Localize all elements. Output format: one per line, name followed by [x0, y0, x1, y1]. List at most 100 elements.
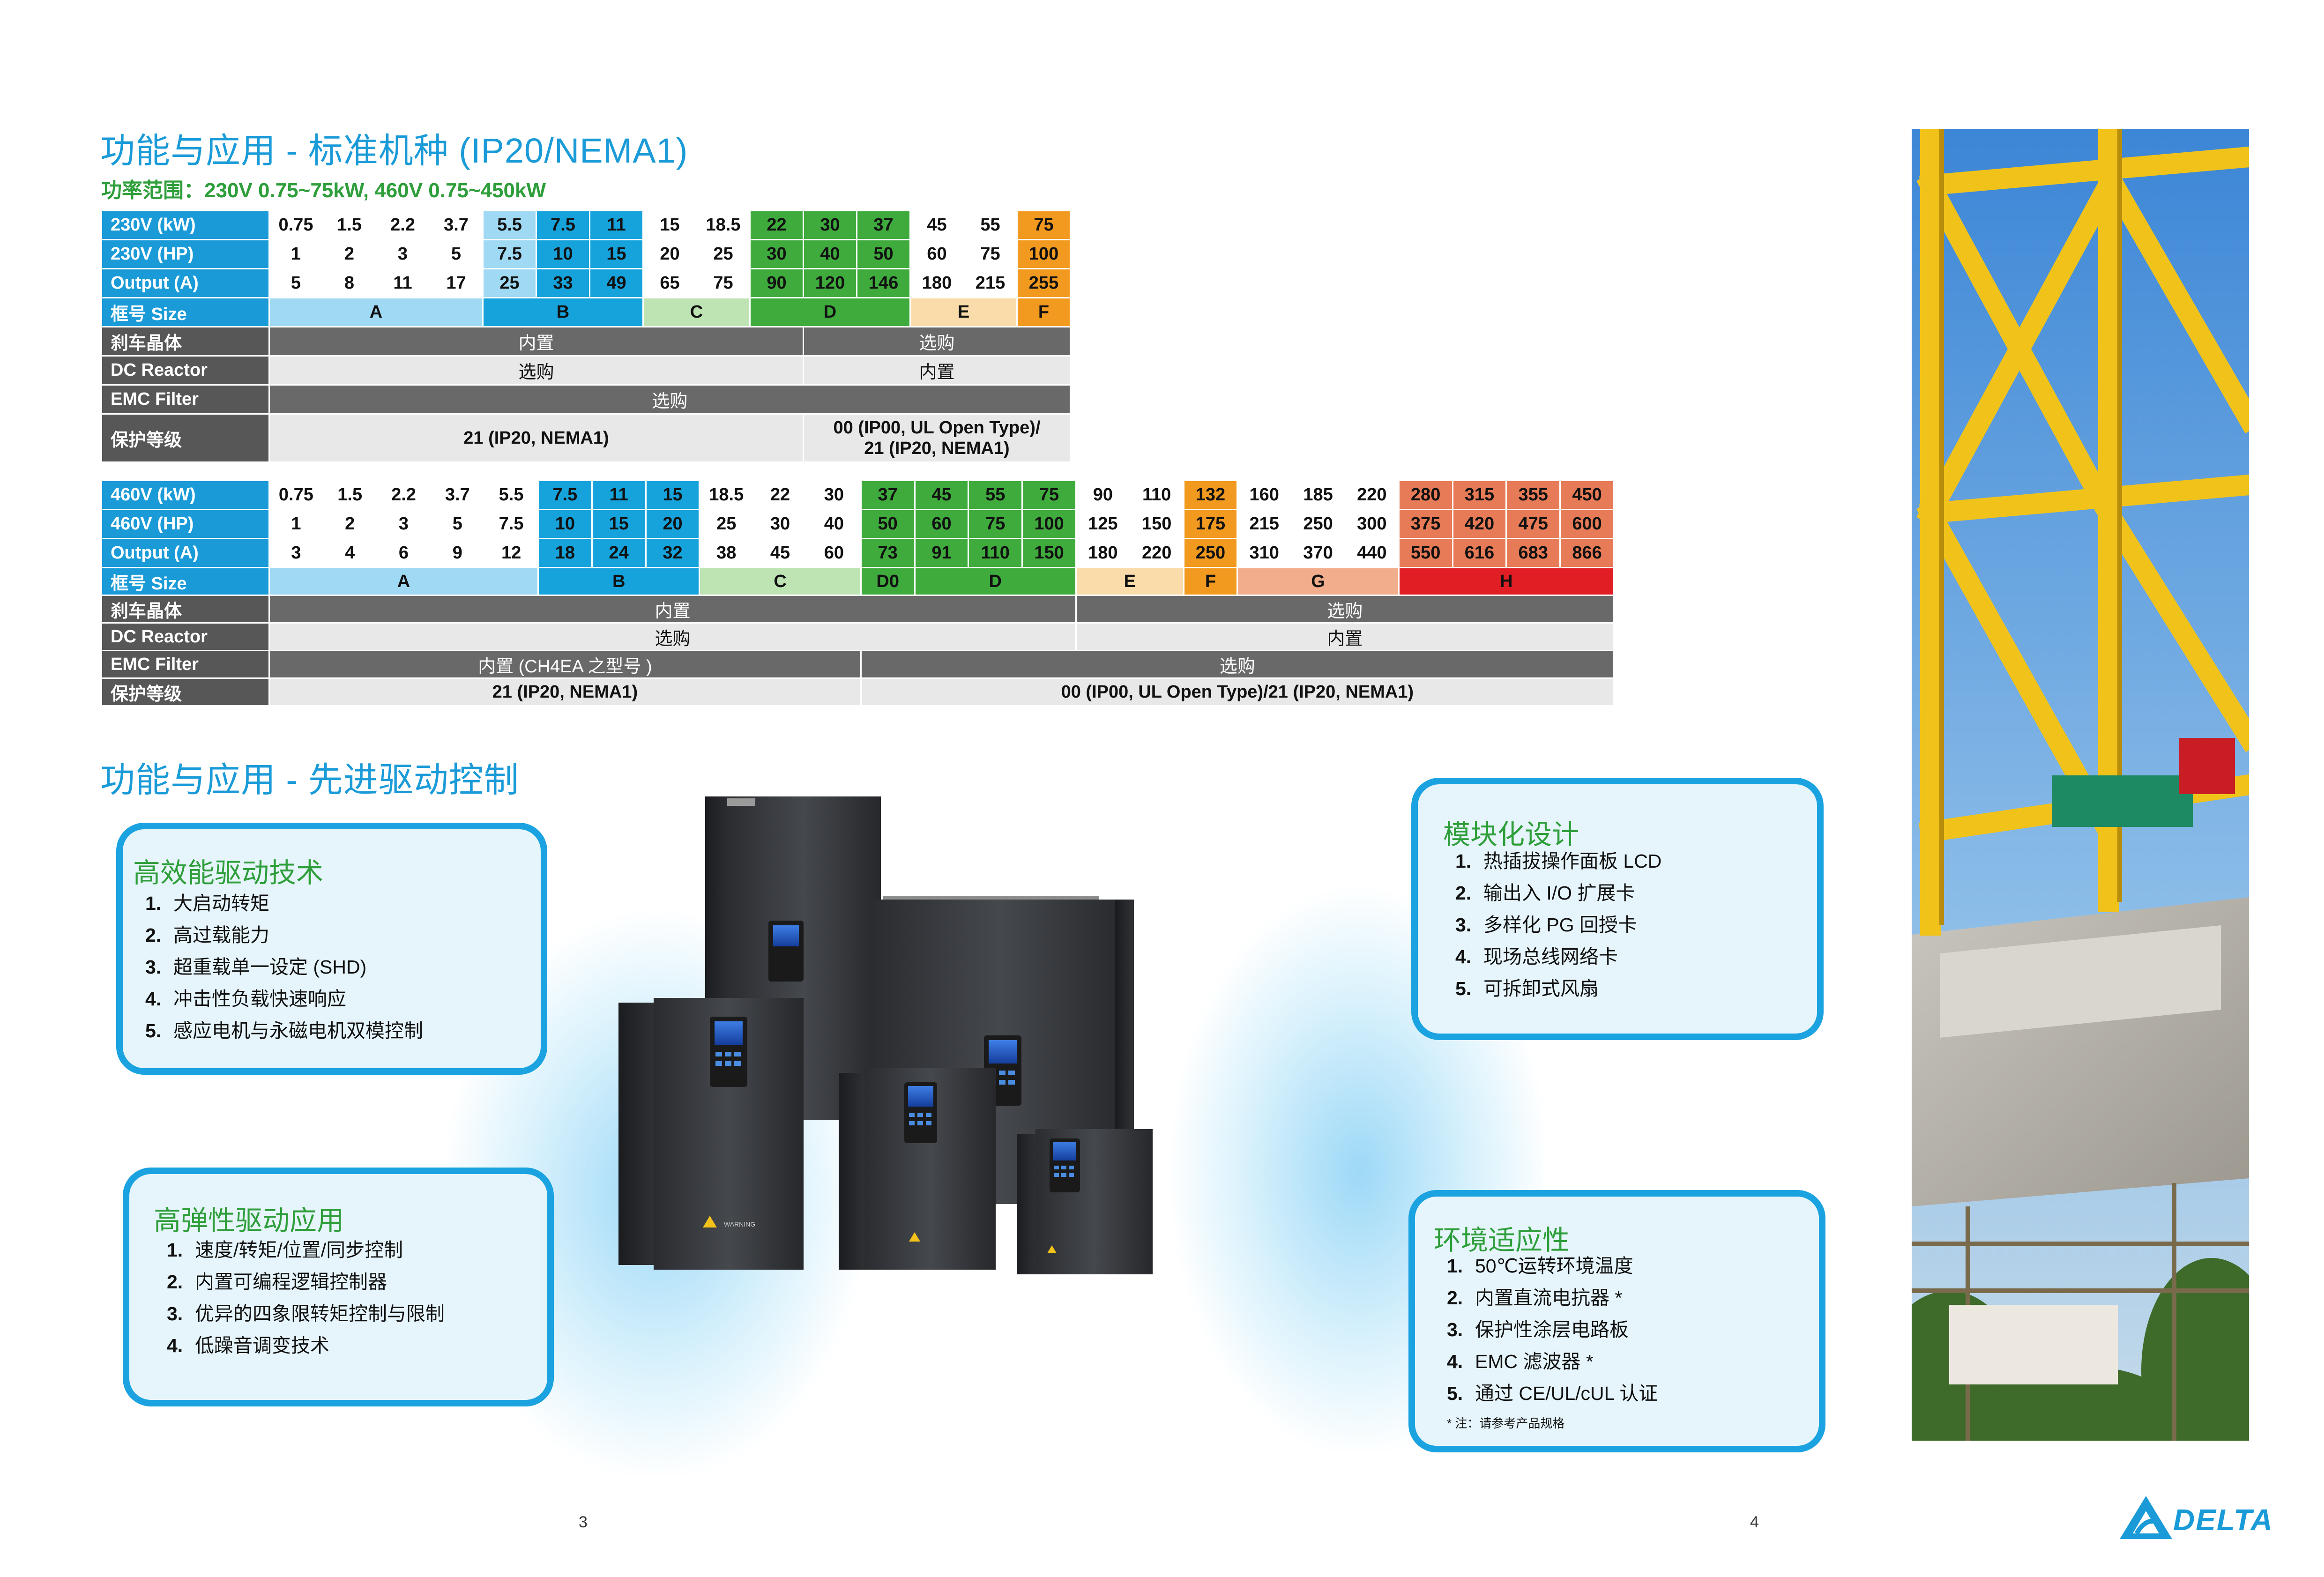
cell: 40	[804, 240, 856, 268]
cell: 38	[700, 539, 753, 567]
drive-middle	[839, 1068, 996, 1270]
row-label: 框号 Size	[102, 568, 268, 595]
cell: 45	[754, 539, 806, 567]
row-label: DC Reactor	[102, 624, 268, 650]
cell: 110	[969, 539, 1022, 567]
frame-cell: D0	[861, 568, 914, 595]
row-460v-frame: 框号 Size A B C D0 D E F G H	[102, 568, 1613, 595]
row-230v-emc: EMC Filter 选购	[102, 386, 1070, 413]
cell: 15	[644, 211, 696, 239]
cell: 7.5	[484, 240, 536, 268]
span-cell: 选购	[270, 624, 1075, 650]
cell: 160	[1238, 481, 1291, 509]
row-label: 230V (HP)	[102, 240, 268, 268]
frame-cell: D	[751, 298, 909, 326]
cell: 75	[1023, 481, 1075, 509]
row-460v-hp: 460V (HP) 1 2 3 5 7.5 10 15 20 25 30 40 …	[102, 510, 1613, 538]
cell: 3	[270, 539, 322, 567]
span-cell: 内置 (CH4EA 之型号 )	[270, 651, 860, 677]
cell: 40	[807, 510, 860, 538]
list-item: 2.内置可编程逻辑控制器	[167, 1271, 387, 1293]
cell: 1	[270, 510, 322, 538]
cell: 215	[964, 269, 1016, 297]
row-230v-protect: 保护等级 21 (IP20, NEMA1) 00 (IP00, UL Open …	[102, 415, 1070, 461]
cell: 20	[646, 510, 699, 538]
feature-list: 1.热插拔操作面板 LCD 2.输出入 I/O 扩展卡 3.多样化 PG 回授卡…	[1455, 845, 1661, 1004]
section-title-advanced: 功能与应用 - 先进驱动控制	[100, 760, 519, 799]
cell: 90	[751, 269, 803, 297]
frame-cell: H	[1399, 568, 1613, 595]
cell: 683	[1507, 539, 1560, 567]
list-item: 3.超重载单一设定 (SHD)	[145, 956, 367, 978]
cell: 15	[592, 510, 645, 538]
cell: 5.5	[485, 481, 537, 509]
cell: 0.75	[270, 211, 322, 239]
cell: 370	[1292, 539, 1344, 567]
row-label: 刹车晶体	[102, 596, 268, 622]
cell: 45	[915, 481, 968, 509]
cell: 7.5	[538, 481, 591, 509]
cell: 11	[590, 211, 642, 239]
frame-cell: G	[1238, 568, 1398, 595]
drive-left: WARNING	[618, 998, 804, 1270]
frame-cell: F	[1018, 298, 1070, 326]
span-cell: 00 (IP00, UL Open Type)/21 (IP20, NEMA1)	[861, 679, 1613, 705]
cell: 60	[807, 539, 860, 567]
cell: 1.5	[323, 211, 375, 239]
row-460v-brake: 刹车晶体 内置 选购	[102, 596, 1613, 622]
span-cell: 选购	[804, 327, 1070, 355]
delta-triangle-icon	[2120, 1496, 2172, 1539]
cell: 75	[964, 240, 1016, 268]
cell: 2.2	[377, 211, 429, 239]
feature-list: 1.大启动转矩 2.高过载能力 3.超重载单一设定 (SHD) 4.冲击性负载快…	[145, 887, 423, 1047]
bubble-high-flexibility: 高弹性驱动应用 1.速度/转矩/位置/同步控制 2.内置可编程逻辑控制器 3.优…	[123, 1168, 554, 1406]
row-label: 框号 Size	[102, 298, 268, 326]
row-230v-hp: 230V (HP) 1 2 3 5 7.5 10 15 20 25 30 40 …	[102, 240, 1070, 268]
cell: 110	[1130, 481, 1183, 509]
cell: 550	[1399, 539, 1452, 567]
cell: 49	[590, 269, 642, 297]
cell: 150	[1023, 539, 1075, 567]
cell: 255	[1018, 269, 1070, 297]
bubble-environment-adaptability: 环境适应性 1.50℃运转环境温度 2.内置直流电抗器 * 3.保护性涂层电路板…	[1408, 1190, 1825, 1452]
cell: 2	[323, 510, 376, 538]
bubble-title: 模块化设计	[1443, 819, 1579, 850]
cell: 100	[1023, 510, 1075, 538]
row-label: 保护等级	[102, 679, 268, 705]
cell: 600	[1561, 510, 1613, 538]
cell: 50	[857, 240, 909, 268]
row-label: 保护等级	[102, 415, 268, 461]
cell: 73	[861, 539, 914, 567]
list-item: 2.输出入 I/O 扩展卡	[1455, 882, 1635, 904]
list-item: 1.50℃运转环境温度	[1447, 1255, 1633, 1277]
cell: 220	[1345, 481, 1398, 509]
cell: 75	[969, 510, 1022, 538]
feature-list: 1.50℃运转环境温度 2.内置直流电抗器 * 3.保护性涂层电路板 4.EMC…	[1447, 1250, 1658, 1409]
cell: 7.5	[485, 510, 537, 538]
cell: 18	[538, 539, 591, 567]
cell: 60	[911, 240, 963, 268]
table-460v: 460V (kW) 0.75 1.5 2.2 3.7 5.5 7.5 11 15…	[101, 480, 1615, 707]
row-label: EMC Filter	[102, 651, 268, 677]
cell: 18.5	[700, 481, 753, 509]
bubble-modular-design: 模块化设计 1.热插拔操作面板 LCD 2.输出入 I/O 扩展卡 3.多样化 …	[1411, 778, 1824, 1040]
cell: 250	[1292, 510, 1344, 538]
row-label: 460V (HP)	[102, 510, 268, 538]
cell: 375	[1399, 510, 1452, 538]
cell: 866	[1561, 539, 1613, 567]
row-230v-kw: 230V (kW) 0.75 1.5 2.2 3.7 5.5 7.5 11 15…	[102, 211, 1070, 239]
row-460v-output: Output (A) 3 4 6 9 12 18 24 32 38 45 60 …	[102, 539, 1613, 567]
cell: 15	[646, 481, 699, 509]
row-label: Output (A)	[102, 269, 268, 297]
cell: 100	[1018, 240, 1070, 268]
cell: 0.75	[270, 481, 322, 509]
row-230v-frame: 框号 Size A B C D E F	[102, 298, 1070, 326]
cell: 75	[697, 269, 749, 297]
frame-cell: C	[700, 568, 860, 595]
cell: 185	[1292, 481, 1344, 509]
feature-list: 1.速度/转矩/位置/同步控制 2.内置可编程逻辑控制器 3.优异的四象限转矩控…	[167, 1234, 445, 1361]
page-number-right: 4	[1750, 1513, 1759, 1531]
list-item: 1.大启动转矩	[145, 893, 269, 914]
frame-cell: D	[915, 568, 1075, 595]
cell: 75	[1018, 211, 1070, 239]
